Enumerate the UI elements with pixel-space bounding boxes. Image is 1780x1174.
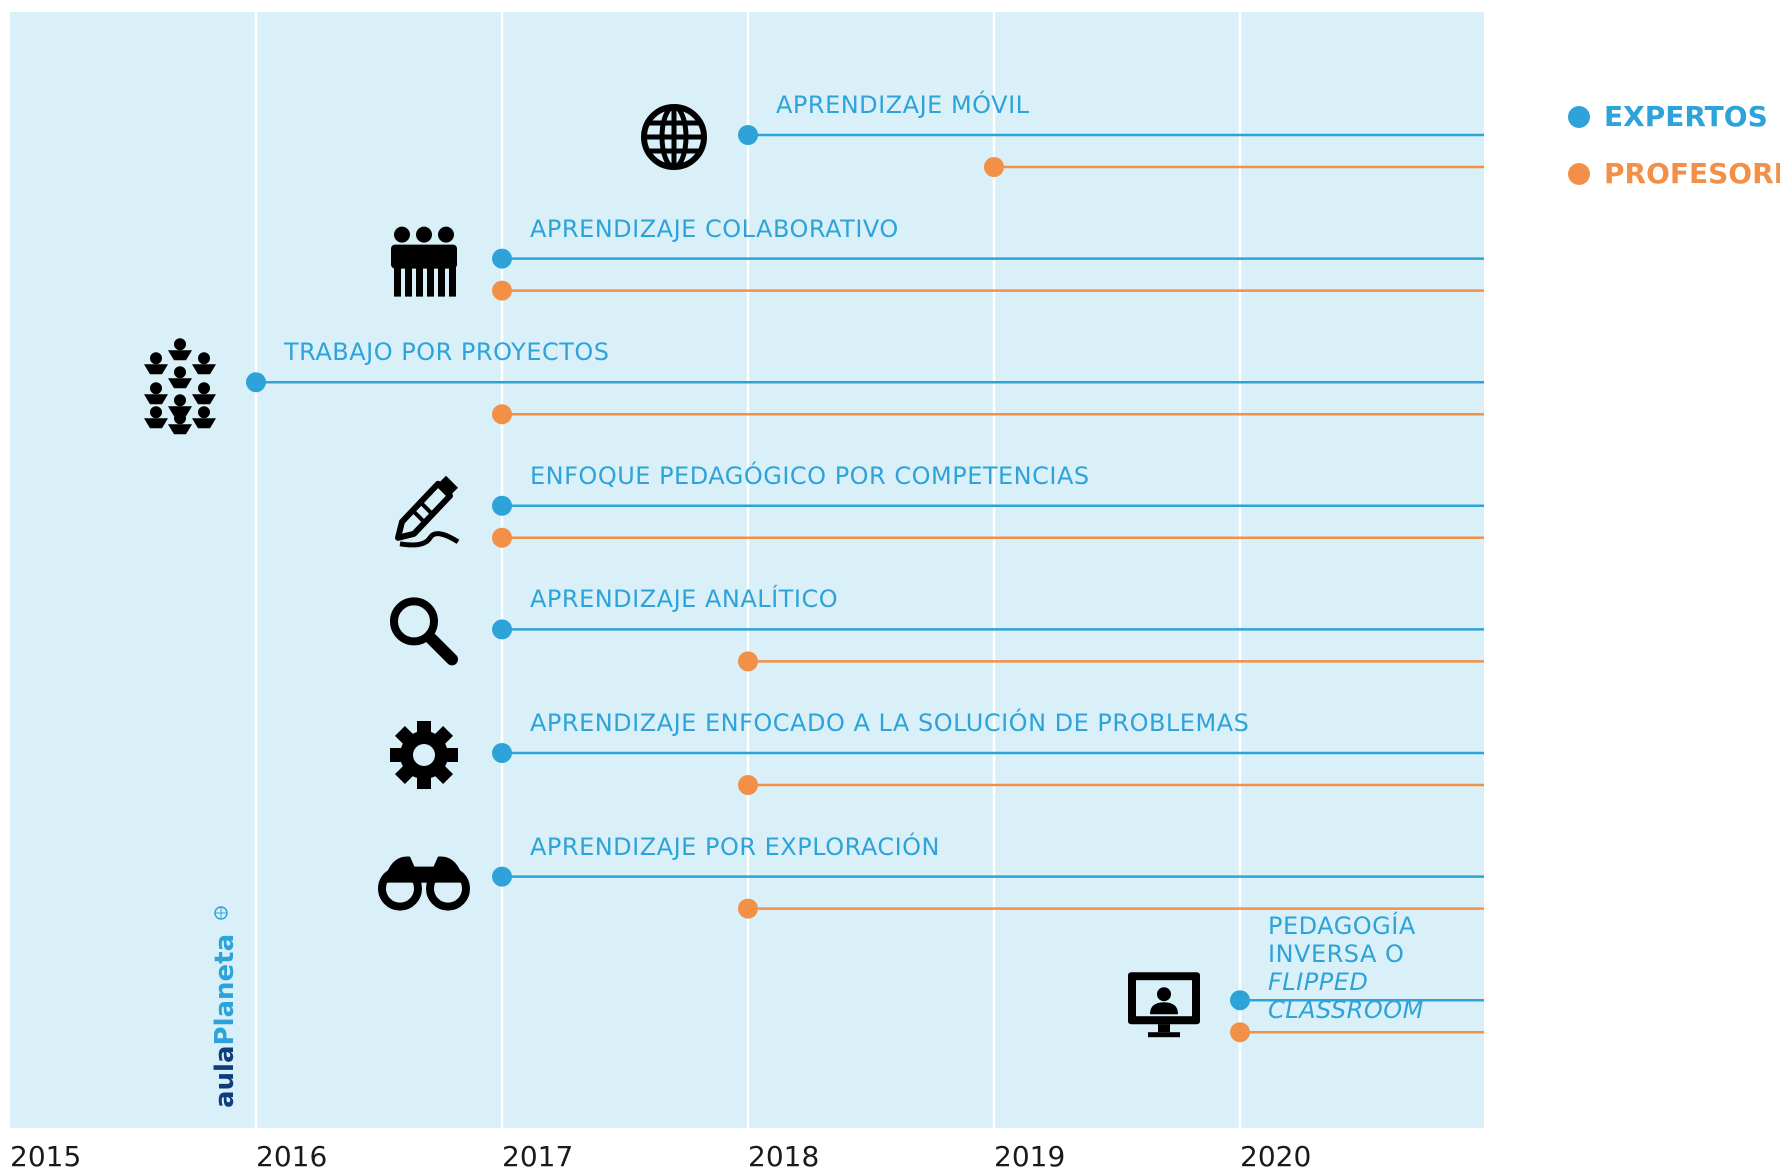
row-label-0: APRENDIZAJE MÓVIL [776, 91, 1030, 119]
row-label-4: APRENDIZAJE ANALÍTICO [530, 585, 839, 614]
row-label-6: APRENDIZAJE POR EXPLORACIÓN [530, 832, 941, 861]
team-network-icon [144, 338, 216, 435]
x-tick-label-2016: 2016 [256, 1140, 328, 1173]
gear-icon [390, 721, 458, 789]
x-tick-label-2019: 2019 [994, 1140, 1066, 1173]
row-label-1: APRENDIZAJE COLABORATIVO [530, 214, 899, 243]
profesores-point-5 [738, 775, 758, 795]
x-tick-label-2017: 2017 [502, 1140, 574, 1173]
profesores-point-1 [492, 280, 512, 301]
profesores-point-6 [738, 898, 758, 919]
expertos-point-7 [1230, 990, 1250, 1011]
profesores-point-3 [492, 527, 512, 548]
row-label-2: TRABAJO POR PROYECTOS [284, 338, 610, 367]
pencil-icon [395, 475, 460, 548]
monitor-user-icon [1128, 972, 1200, 1038]
profesores-point-7 [1230, 1022, 1250, 1043]
legend-swatch-expertos [1568, 106, 1590, 128]
legend-swatch-profesores [1568, 163, 1590, 185]
row-label-7: PEDAGOGÍA INVERSA O FLIPPED CLASSROOM [1268, 912, 1424, 1025]
row-label-3: ENFOQUE PEDAGÓGICO POR COMPETENCIAS [530, 461, 1090, 490]
legend-item-profesores: PROFESORES [1568, 157, 1780, 190]
x-tick-label-2018: 2018 [748, 1140, 820, 1173]
x-tick-label-2015: 2015 [10, 1140, 82, 1173]
legend-label-expertos: EXPERTOS [1604, 100, 1768, 133]
expertos-point-3 [492, 495, 512, 516]
people-icon [391, 226, 457, 297]
globe-icon [641, 104, 707, 170]
expertos-point-0 [738, 125, 758, 145]
x-tick-label-2020: 2020 [1240, 1140, 1312, 1173]
expertos-point-5 [492, 743, 512, 763]
expertos-point-6 [492, 866, 512, 887]
row-label-5: APRENDIZAJE ENFOCADO A LA SOLUCIÓN DE PR… [530, 709, 1250, 737]
magnifier-icon [390, 597, 458, 666]
profesores-point-4 [738, 651, 758, 672]
expertos-point-2 [246, 372, 266, 393]
profesores-point-2 [492, 404, 512, 425]
expertos-point-1 [492, 248, 512, 269]
brand-logo: aulaPlaneta [210, 905, 240, 1108]
legend-label-profesores: PROFESORES [1604, 157, 1780, 190]
brand-part-1: aula [210, 1045, 240, 1108]
binoculars-icon [378, 856, 470, 911]
expertos-point-4 [492, 619, 512, 640]
legend-item-expertos: EXPERTOS [1568, 100, 1768, 133]
brand-globe-icon [214, 906, 228, 920]
profesores-point-0 [984, 157, 1004, 177]
brand-part-2: Planeta [210, 933, 240, 1046]
